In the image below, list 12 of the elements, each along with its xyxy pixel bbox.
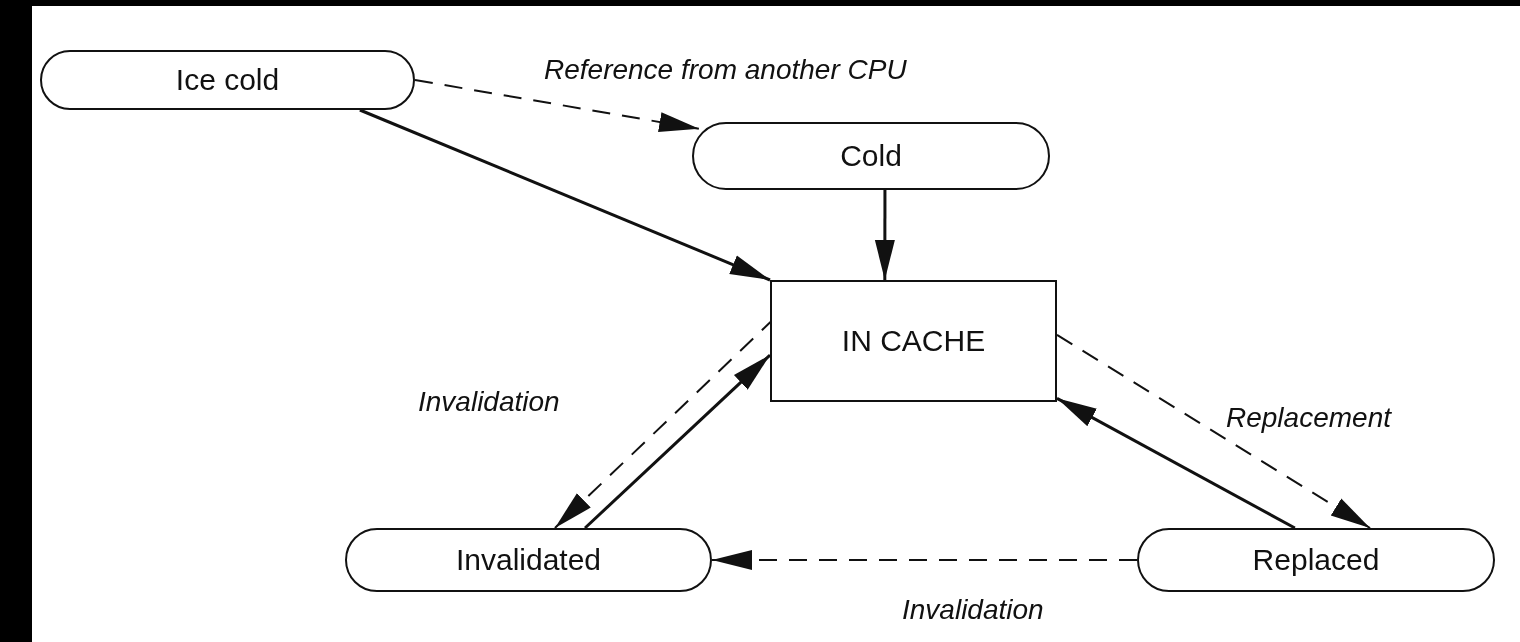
dashed-arrow bbox=[1056, 333, 1372, 529]
dashed-arrow bbox=[414, 79, 701, 132]
arrow bbox=[874, 190, 895, 280]
dashed-arrow bbox=[711, 550, 1138, 570]
state-pill: Cold bbox=[692, 122, 1050, 190]
arrow bbox=[359, 108, 771, 282]
arrow bbox=[1056, 397, 1296, 530]
state-pill: Ice cold bbox=[40, 50, 415, 110]
state-pill: Replaced bbox=[1137, 528, 1495, 592]
state-pill: Invalidated bbox=[345, 528, 712, 592]
state-box: IN CACHE bbox=[770, 280, 1057, 402]
arrow bbox=[584, 353, 772, 530]
